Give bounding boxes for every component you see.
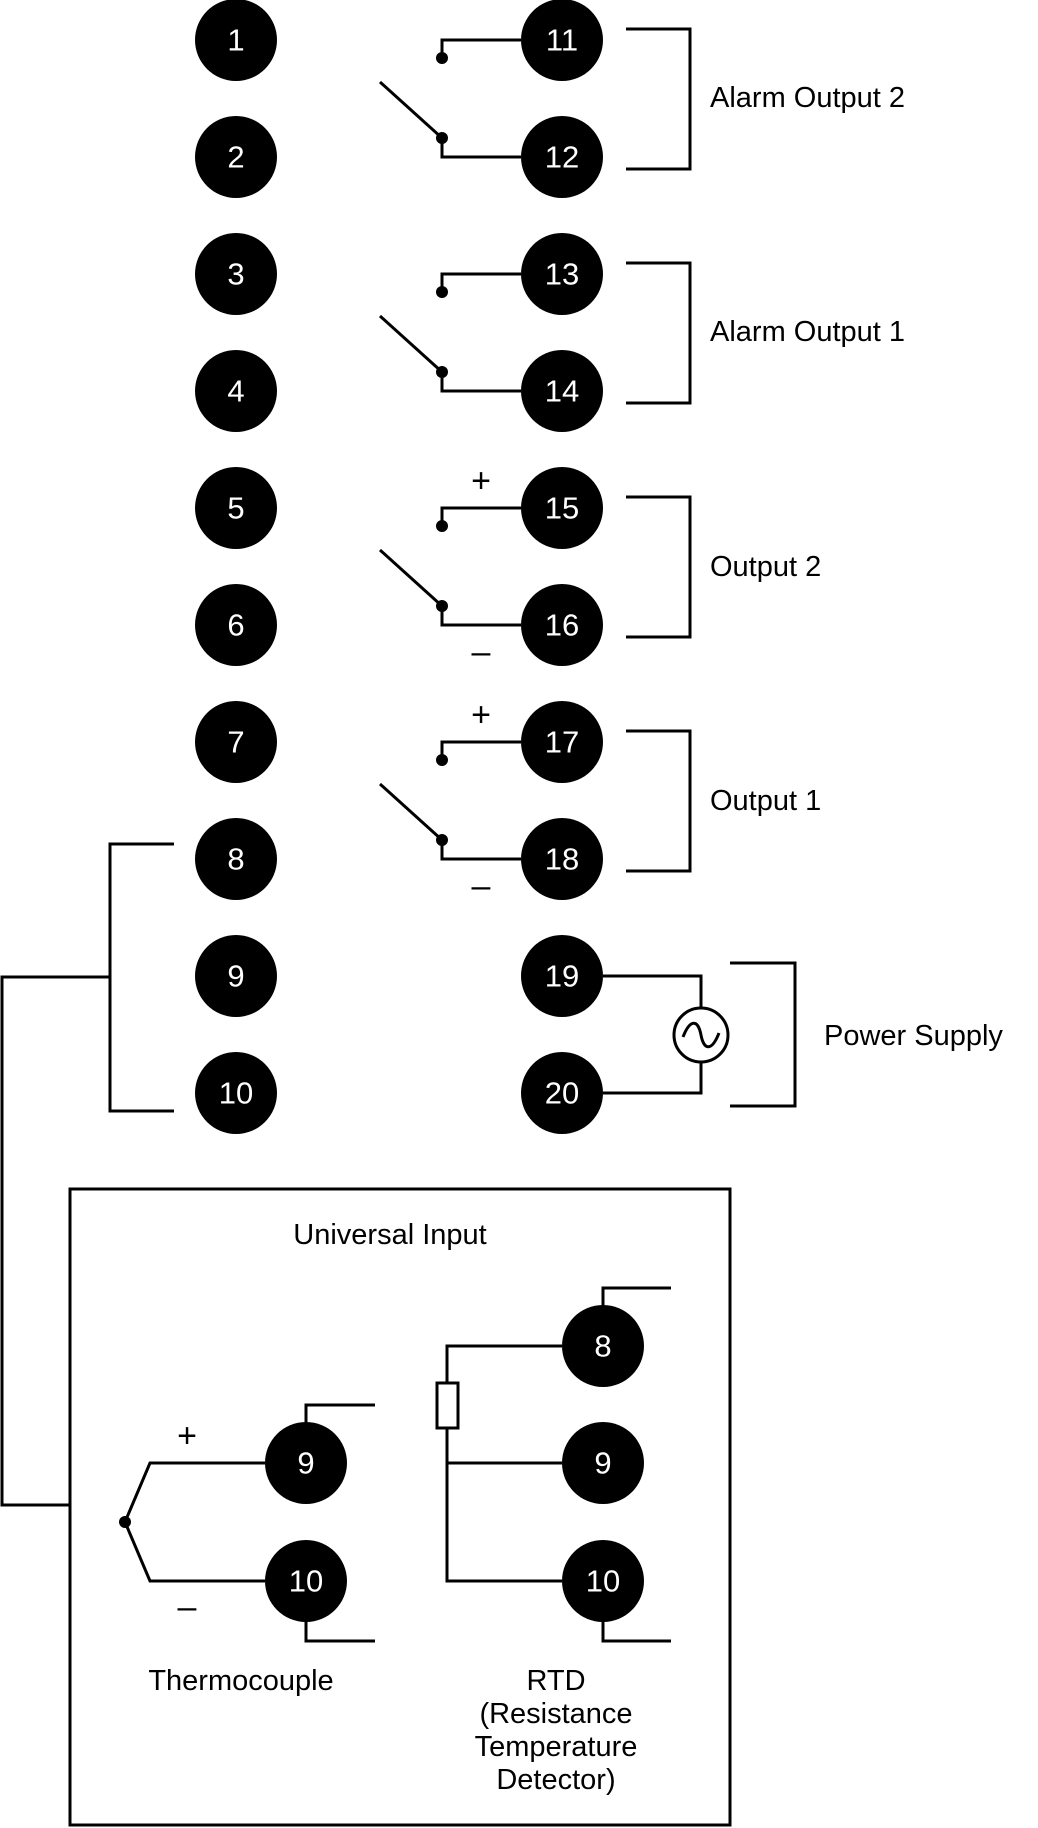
relay-output-1: + – — [378, 696, 521, 905]
terminal-2[interactable]: 2 — [195, 116, 277, 198]
terminal-label: 10 — [586, 1564, 620, 1599]
terminal-label: 16 — [545, 608, 579, 643]
terminal-label: 10 — [219, 1076, 253, 1111]
bracket-output-1: Output 1 — [626, 729, 821, 873]
rtd-terminal-9[interactable]: 9 — [562, 1422, 644, 1504]
tc-terminal-10[interactable]: 10 — [265, 1540, 347, 1622]
thermocouple-diagram: + – 9 10 Thermocouple — [119, 1403, 375, 1697]
terminal-20[interactable]: 20 — [521, 1052, 603, 1134]
label-thermocouple: Thermocouple — [148, 1665, 333, 1697]
minus-sign: – — [472, 633, 491, 671]
label-rtd-line2: (Resistance — [479, 1698, 632, 1730]
terminal-label: 13 — [545, 257, 579, 292]
terminal-label: 8 — [594, 1329, 611, 1364]
label-output-2: Output 2 — [710, 551, 821, 583]
plus-sign: + — [471, 462, 491, 500]
terminal-column-left: 1 2 3 4 5 6 7 8 9 10 — [195, 0, 277, 1134]
bracket-alarm-output-1: Alarm Output 1 — [626, 261, 905, 405]
label-power-supply: Power Supply — [824, 1020, 1003, 1052]
power-supply: Power Supply — [603, 961, 1003, 1108]
input-bracket — [0, 842, 174, 1507]
terminal-label: 4 — [227, 374, 244, 409]
terminal-6[interactable]: 6 — [195, 584, 277, 666]
terminal-label: 9 — [227, 959, 244, 994]
resistor-icon — [435, 1381, 460, 1430]
relay-alarm-output-2 — [378, 38, 521, 159]
terminal-4[interactable]: 4 — [195, 350, 277, 432]
label-alarm-output-2: Alarm Output 2 — [710, 82, 905, 114]
terminal-17[interactable]: 17 — [521, 701, 603, 783]
terminal-10[interactable]: 10 — [195, 1052, 277, 1134]
terminal-label: 10 — [289, 1564, 323, 1599]
terminal-18[interactable]: 18 — [521, 818, 603, 900]
terminal-14[interactable]: 14 — [521, 350, 603, 432]
bracket-output-2: Output 2 — [626, 495, 821, 639]
terminal-label: 6 — [227, 608, 244, 643]
label-output-1: Output 1 — [710, 785, 821, 817]
terminal-label: 12 — [545, 140, 579, 175]
terminal-label: 9 — [594, 1446, 611, 1481]
plus-sign: + — [177, 1417, 197, 1455]
terminal-label: 9 — [297, 1446, 314, 1481]
terminal-9[interactable]: 9 — [195, 935, 277, 1017]
rtd-terminal-10[interactable]: 10 — [562, 1540, 644, 1622]
terminal-label: 1 — [227, 23, 244, 58]
plus-sign: + — [471, 696, 491, 734]
terminal-5[interactable]: 5 — [195, 467, 277, 549]
terminal-19[interactable]: 19 — [521, 935, 603, 1017]
minus-sign: – — [178, 1588, 197, 1626]
terminal-15[interactable]: 15 — [521, 467, 603, 549]
terminal-11[interactable]: 11 — [521, 0, 603, 81]
relay-output-2: + – — [378, 462, 521, 671]
minus-sign: – — [472, 867, 491, 905]
terminal-label: 5 — [227, 491, 244, 526]
terminal-label: 3 — [227, 257, 244, 292]
tc-terminal-9[interactable]: 9 — [265, 1422, 347, 1504]
terminal-label: 2 — [227, 140, 244, 175]
label-rtd-line3: Temperature — [475, 1731, 638, 1763]
terminal-label: 15 — [545, 491, 579, 526]
terminal-column-right: 11 12 13 14 15 16 17 18 19 20 — [521, 0, 603, 1134]
terminal-13[interactable]: 13 — [521, 233, 603, 315]
terminal-16[interactable]: 16 — [521, 584, 603, 666]
terminal-1[interactable]: 1 — [195, 0, 277, 81]
label-alarm-output-1: Alarm Output 1 — [710, 316, 905, 348]
relay-alarm-output-1 — [378, 272, 521, 393]
sine-wave-icon — [681, 1021, 721, 1049]
rtd-terminal-8[interactable]: 8 — [562, 1305, 644, 1387]
terminal-label: 19 — [545, 959, 579, 994]
terminal-label: 8 — [227, 842, 244, 877]
terminal-12[interactable]: 12 — [521, 116, 603, 198]
terminal-label: 14 — [545, 374, 579, 409]
bracket-alarm-output-2: Alarm Output 2 — [626, 27, 905, 171]
label-universal-input: Universal Input — [293, 1219, 486, 1251]
label-rtd: RTD — [526, 1665, 585, 1697]
terminal-7[interactable]: 7 — [195, 701, 277, 783]
universal-input-box: Universal Input + – 9 10 Thermocouple 8 … — [68, 1187, 732, 1827]
rtd-diagram: 8 9 10 RTD (Resistance Temperature Detec… — [435, 1286, 671, 1796]
terminal-label: 7 — [227, 725, 244, 760]
label-rtd-line4: Detector) — [496, 1764, 615, 1796]
terminal-label: 17 — [545, 725, 579, 760]
terminal-3[interactable]: 3 — [195, 233, 277, 315]
terminal-label: 20 — [545, 1076, 579, 1111]
terminal-8[interactable]: 8 — [195, 818, 277, 900]
terminal-label: 18 — [545, 842, 579, 877]
terminal-label: 11 — [546, 23, 578, 58]
